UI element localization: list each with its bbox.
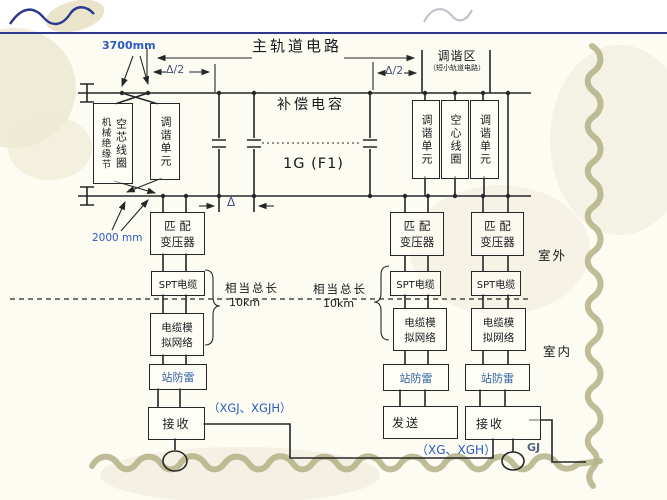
cable-sim-line2: 拟网络 <box>161 336 193 349</box>
pointer-2000-a <box>111 201 126 231</box>
right-tuning-unit-1-label: 调谐单元 <box>420 113 433 166</box>
transformer-line2: 变压器 <box>160 234 195 249</box>
tuning-zone-bars <box>421 50 491 93</box>
tuning-zone-sublabel: （短小轨道电路） <box>429 64 485 72</box>
compensation-capacitor-label: 补偿电容 <box>277 97 345 113</box>
spt-cable-label: SPT电缆 <box>396 280 435 291</box>
mech-joint-label: 机械绝缘节 <box>99 117 111 170</box>
decorative-vines <box>0 6 667 489</box>
left-tuning-unit-box: 调谐单元 <box>150 103 180 180</box>
cable-sim-line2: 拟网络 <box>404 331 436 344</box>
air-coil-left-label: 空芯线圈 <box>114 117 128 170</box>
spt-cable-box-right: SPT电缆 <box>471 271 521 296</box>
half-delta-left-label: Δ/2 <box>166 63 185 76</box>
chain-middle-wires <box>399 196 429 406</box>
indoor-label: 室内 <box>543 344 573 359</box>
transformer-line1: 匹 配 <box>403 219 431 233</box>
half-delta-left-measure <box>146 48 216 92</box>
main-track-title: 主轨道电路 <box>252 37 343 55</box>
cable-sim-line1: 电缆模 <box>482 316 515 329</box>
xg-annotation: （XG、XGH） <box>416 443 497 457</box>
send-box-middle: 发送 <box>383 406 458 439</box>
left-tuning-unit-label: 调谐单元 <box>159 115 172 168</box>
cable-sim-line2: 拟网络 <box>482 331 515 344</box>
cable-sim-box-right: 电缆模 拟网络 <box>471 308 526 351</box>
half-delta-right-measure <box>372 62 418 90</box>
transformer-line1: 匹 配 <box>484 219 511 233</box>
receive-label-left: 接收 <box>162 417 191 431</box>
chain-left-wires <box>157 196 494 472</box>
lightning-box-left: 站防雷 <box>149 364 207 390</box>
receive-label-right: 接收 <box>476 416 505 431</box>
matching-transformer-box-right: 匹 配 变压器 <box>471 212 524 256</box>
transformer-line2: 变压器 <box>480 235 515 249</box>
equiv-length-left-line1: 相当总长 <box>225 281 279 295</box>
pointer-2000-b <box>120 199 149 232</box>
lightning-label: 站防雷 <box>481 371 514 385</box>
insulated-joint-bottom-icon <box>80 186 94 206</box>
matching-transformer-box-middle: 匹 配 变压器 <box>390 212 444 256</box>
receive-box-left: 接收 <box>148 407 205 440</box>
right-air-coil-box: 空心线圈 <box>441 100 469 179</box>
right-tuning-unit-2-label: 调谐单元 <box>478 113 492 166</box>
delta-label: Δ <box>227 195 236 209</box>
top-white-band <box>0 0 667 33</box>
send-label: 发送 <box>392 416 421 430</box>
dim-3700mm: 3700mm <box>102 39 156 52</box>
junction-dots <box>119 90 511 199</box>
brace-left-chain <box>204 269 221 346</box>
receive-box-right: 接收 <box>465 406 541 440</box>
lightning-label: 站防雷 <box>399 371 433 385</box>
tuning-zone-label: 调谐区 <box>437 49 477 63</box>
dim-2000mm: 2000 mm <box>92 232 143 244</box>
equiv-length-left-line2: 10km <box>229 296 261 309</box>
spt-cable-label: SPT电缆 <box>158 280 198 291</box>
right-air-coil-label: 空心线圈 <box>449 113 462 166</box>
cable-sim-box-middle: 电缆模 拟网络 <box>393 308 447 351</box>
left-joint-coil-box: 机械绝缘节 空芯线圈 <box>93 103 133 184</box>
lightning-box-middle: 站防雷 <box>383 364 449 391</box>
circuit-id-label: 1G (F1) <box>283 156 344 172</box>
matching-transformer-box-left: 匹 配 变压器 <box>150 212 205 255</box>
right-vine <box>584 43 604 489</box>
spt-cable-label: SPT电缆 <box>476 280 516 291</box>
transformer-line2: 变压器 <box>399 235 435 249</box>
pointer-3700-a <box>121 55 134 88</box>
cable-sim-line1: 电缆模 <box>161 321 193 334</box>
navy-squiggle <box>9 6 95 26</box>
lightning-label: 站防雷 <box>161 371 195 384</box>
xgj-annotation: （XGJ、XGJH） <box>208 401 292 415</box>
half-delta-right-label: Δ/2 <box>385 64 404 77</box>
gj-annotation: GJ <box>527 441 541 454</box>
spt-cable-box-left: SPT电缆 <box>151 271 205 296</box>
cable-sim-box-left: 电缆模 拟网络 <box>150 313 204 356</box>
gray-squiggle <box>423 8 473 23</box>
outdoor-label: 室外 <box>538 248 568 263</box>
bottom-vine <box>89 453 603 473</box>
xg-wire <box>203 423 494 459</box>
right-tuning-unit-2-box: 调谐单元 <box>470 100 499 179</box>
spt-cable-box-middle: SPT电缆 <box>390 271 441 296</box>
compensation-capacitors <box>212 93 377 212</box>
equiv-length-right-line1: 相当总长 <box>313 282 367 296</box>
right-tuning-unit-1-box: 调谐单元 <box>412 100 440 179</box>
lightning-box-right: 站防雷 <box>465 364 530 391</box>
insulated-joint-top-icon <box>80 83 94 103</box>
equiv-length-right-line2: 10km <box>323 297 355 310</box>
cable-sim-line1: 电缆模 <box>404 316 436 329</box>
brace-middle-chain <box>373 265 390 341</box>
pointer-3700-b <box>139 55 150 86</box>
transformer-line1: 匹 配 <box>164 218 191 233</box>
